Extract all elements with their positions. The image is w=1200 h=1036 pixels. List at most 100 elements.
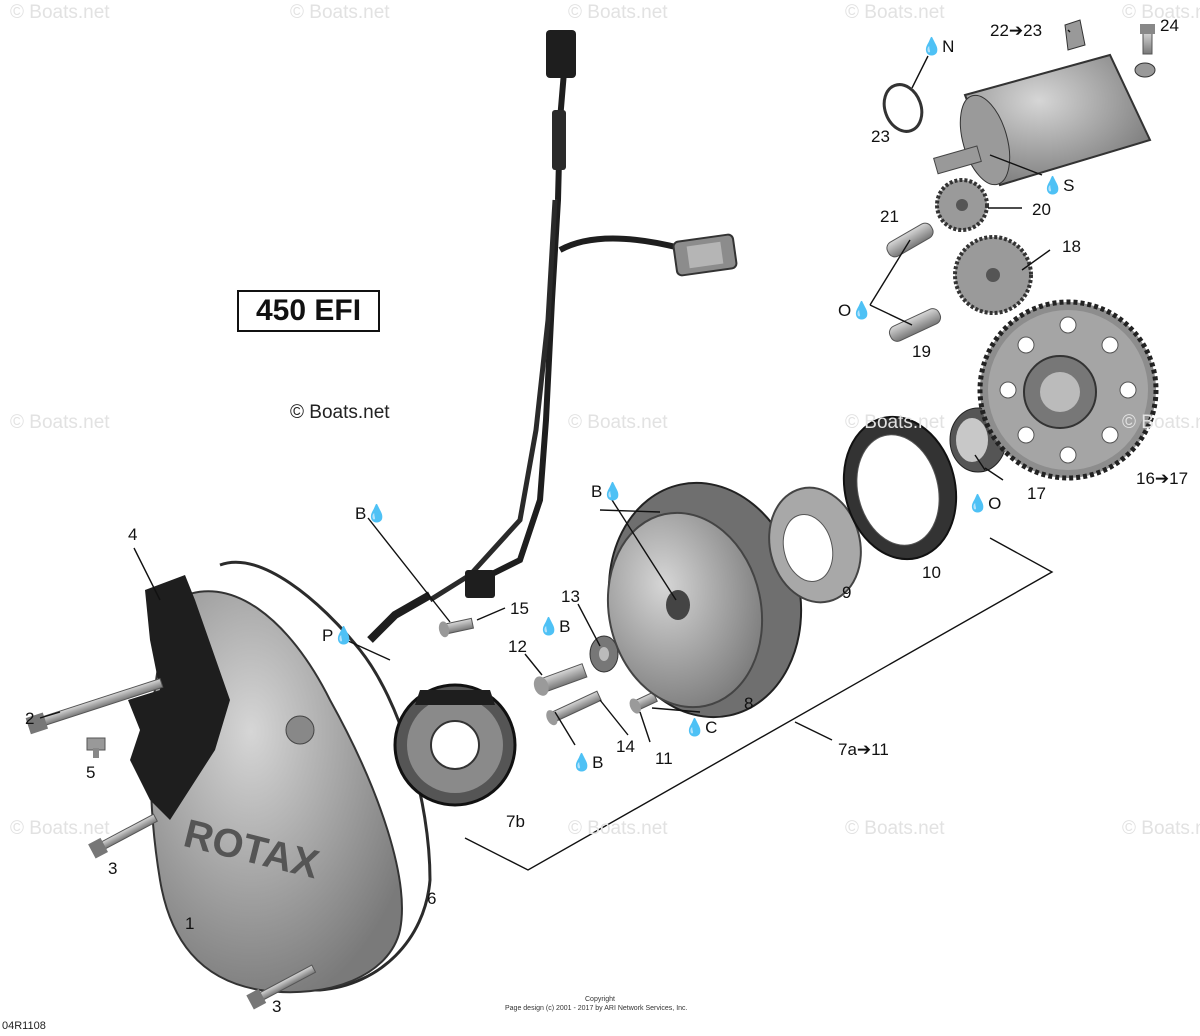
callout-15[interactable]: 15 [510, 599, 529, 618]
o-ring-23 [882, 83, 924, 133]
lube-label-b-14: 💧B [571, 754, 604, 771]
gear-20 [935, 178, 989, 232]
callout-14[interactable]: 14 [616, 737, 635, 756]
callout-7b[interactable]: 7b [506, 812, 525, 831]
diagram-code: 04R1108 [2, 1020, 46, 1032]
callout-5[interactable]: 5 [86, 763, 96, 782]
harness-connector-side [672, 233, 738, 277]
drop-icon: 💧 [684, 718, 706, 737]
callout-9[interactable]: 9 [842, 583, 852, 602]
harness-connector-top [546, 30, 576, 78]
callout-10[interactable]: 10 [922, 563, 941, 582]
callout-21[interactable]: 21 [880, 207, 899, 226]
callout-23[interactable]: 23 [871, 127, 890, 146]
washer-13 [589, 635, 619, 673]
lube-label-s: 💧S [1042, 177, 1075, 194]
bolt-2 [25, 677, 164, 735]
lube-code: B [592, 753, 604, 772]
watermark: © Boats.net [568, 818, 668, 839]
bolt-11 [629, 691, 658, 714]
lube-code: S [1063, 176, 1075, 195]
seal-10 [842, 415, 958, 561]
callout-12[interactable]: 12 [508, 637, 527, 656]
lube-code: B [355, 504, 367, 523]
callout-4[interactable]: 4 [128, 525, 138, 544]
ring-gear [977, 299, 1159, 481]
callout-3-upper[interactable]: 3 [108, 859, 118, 878]
callout-18[interactable]: 18 [1062, 237, 1081, 256]
lube-code: B [591, 482, 603, 501]
watermark: © Boats.net [10, 818, 110, 839]
watermark: © Boats.net [845, 818, 945, 839]
bolt-3-upper [88, 813, 158, 859]
drop-icon: 💧 [571, 753, 593, 772]
footer-copyright: Copyright [585, 996, 615, 1003]
callout-1[interactable]: 1 [185, 914, 195, 933]
lube-label-b-12: 💧B [538, 618, 571, 635]
lube-code: C [705, 718, 718, 737]
pin-19 [888, 308, 942, 342]
cover-shield [128, 575, 230, 820]
callout-11[interactable]: 11 [655, 749, 673, 768]
drop-icon: 💧 [1042, 176, 1064, 195]
bolt-12 [533, 663, 588, 696]
watermark: © Boats.net [10, 412, 110, 433]
watermark: © Boats.net [1122, 2, 1200, 23]
bolt-3-lower [246, 964, 317, 1010]
credit-text: © Boats.net [290, 402, 390, 423]
watermark: © Boats.net [845, 412, 945, 433]
lube-label-o-17: 💧O [967, 495, 1001, 512]
watermark: © Boats.net [845, 2, 945, 23]
lube-code: B [559, 617, 571, 636]
drop-icon: 💧 [921, 37, 943, 56]
idler-gear-18 [953, 235, 1033, 315]
lube-code: O [988, 494, 1002, 513]
lube-code: N [942, 37, 955, 56]
lube-label-b-15: B💧 [355, 505, 388, 522]
ring-9 [768, 486, 862, 604]
drop-icon: 💧 [366, 504, 388, 523]
callout-17[interactable]: 17 [1027, 484, 1046, 503]
lube-code: P [322, 626, 334, 645]
callout-24[interactable]: 24 [1160, 16, 1179, 35]
bolt-14 [546, 690, 602, 726]
drop-icon: 💧 [602, 482, 624, 501]
watermark: © Boats.net [1122, 412, 1200, 433]
lube-label-n: 💧N [921, 38, 954, 55]
lube-label-b-8: B💧 [591, 483, 624, 500]
callout-7a-11[interactable]: 7a➔11 [838, 740, 889, 759]
stator [393, 683, 517, 807]
screw-5 [86, 737, 106, 758]
model-title: 450 EFI [237, 290, 380, 332]
callout-20[interactable]: 20 [1032, 200, 1051, 219]
leader-lines [39, 29, 1071, 871]
drop-icon: 💧 [851, 301, 873, 320]
watermark: © Boats.net [568, 2, 668, 23]
lube-label-c: 💧C [684, 719, 717, 736]
starter-motor [933, 19, 1156, 187]
bolt-24 [1140, 24, 1155, 55]
watermark: © Boats.net [10, 2, 110, 23]
callout-13[interactable]: 13 [561, 587, 580, 606]
callout-8[interactable]: 8 [744, 694, 754, 713]
drop-icon: 💧 [967, 494, 989, 513]
watermark: © Boats.net [568, 412, 668, 433]
rotor [606, 481, 803, 719]
drop-icon: 💧 [538, 617, 560, 636]
footer-page-design: Page design (c) 2001 - 2017 by ARI Netwo… [505, 1005, 688, 1012]
watermark: © Boats.net [290, 2, 390, 23]
callout-2[interactable]: 2 [25, 709, 35, 728]
callout-22-23[interactable]: 22➔23 [990, 21, 1043, 40]
callout-6[interactable]: 6 [427, 889, 437, 908]
wiring-harness [367, 30, 738, 643]
watermark: © Boats.net [1122, 818, 1200, 839]
lube-label-o-19: O💧 [838, 302, 872, 319]
bolt-15 [438, 617, 475, 638]
drop-icon: 💧 [333, 626, 355, 645]
lube-code: O [838, 301, 852, 320]
callout-3-lower[interactable]: 3 [272, 997, 282, 1016]
lube-label-p: P💧 [322, 627, 355, 644]
callout-19[interactable]: 19 [912, 342, 931, 361]
callout-16-17[interactable]: 16➔17 [1136, 469, 1189, 488]
